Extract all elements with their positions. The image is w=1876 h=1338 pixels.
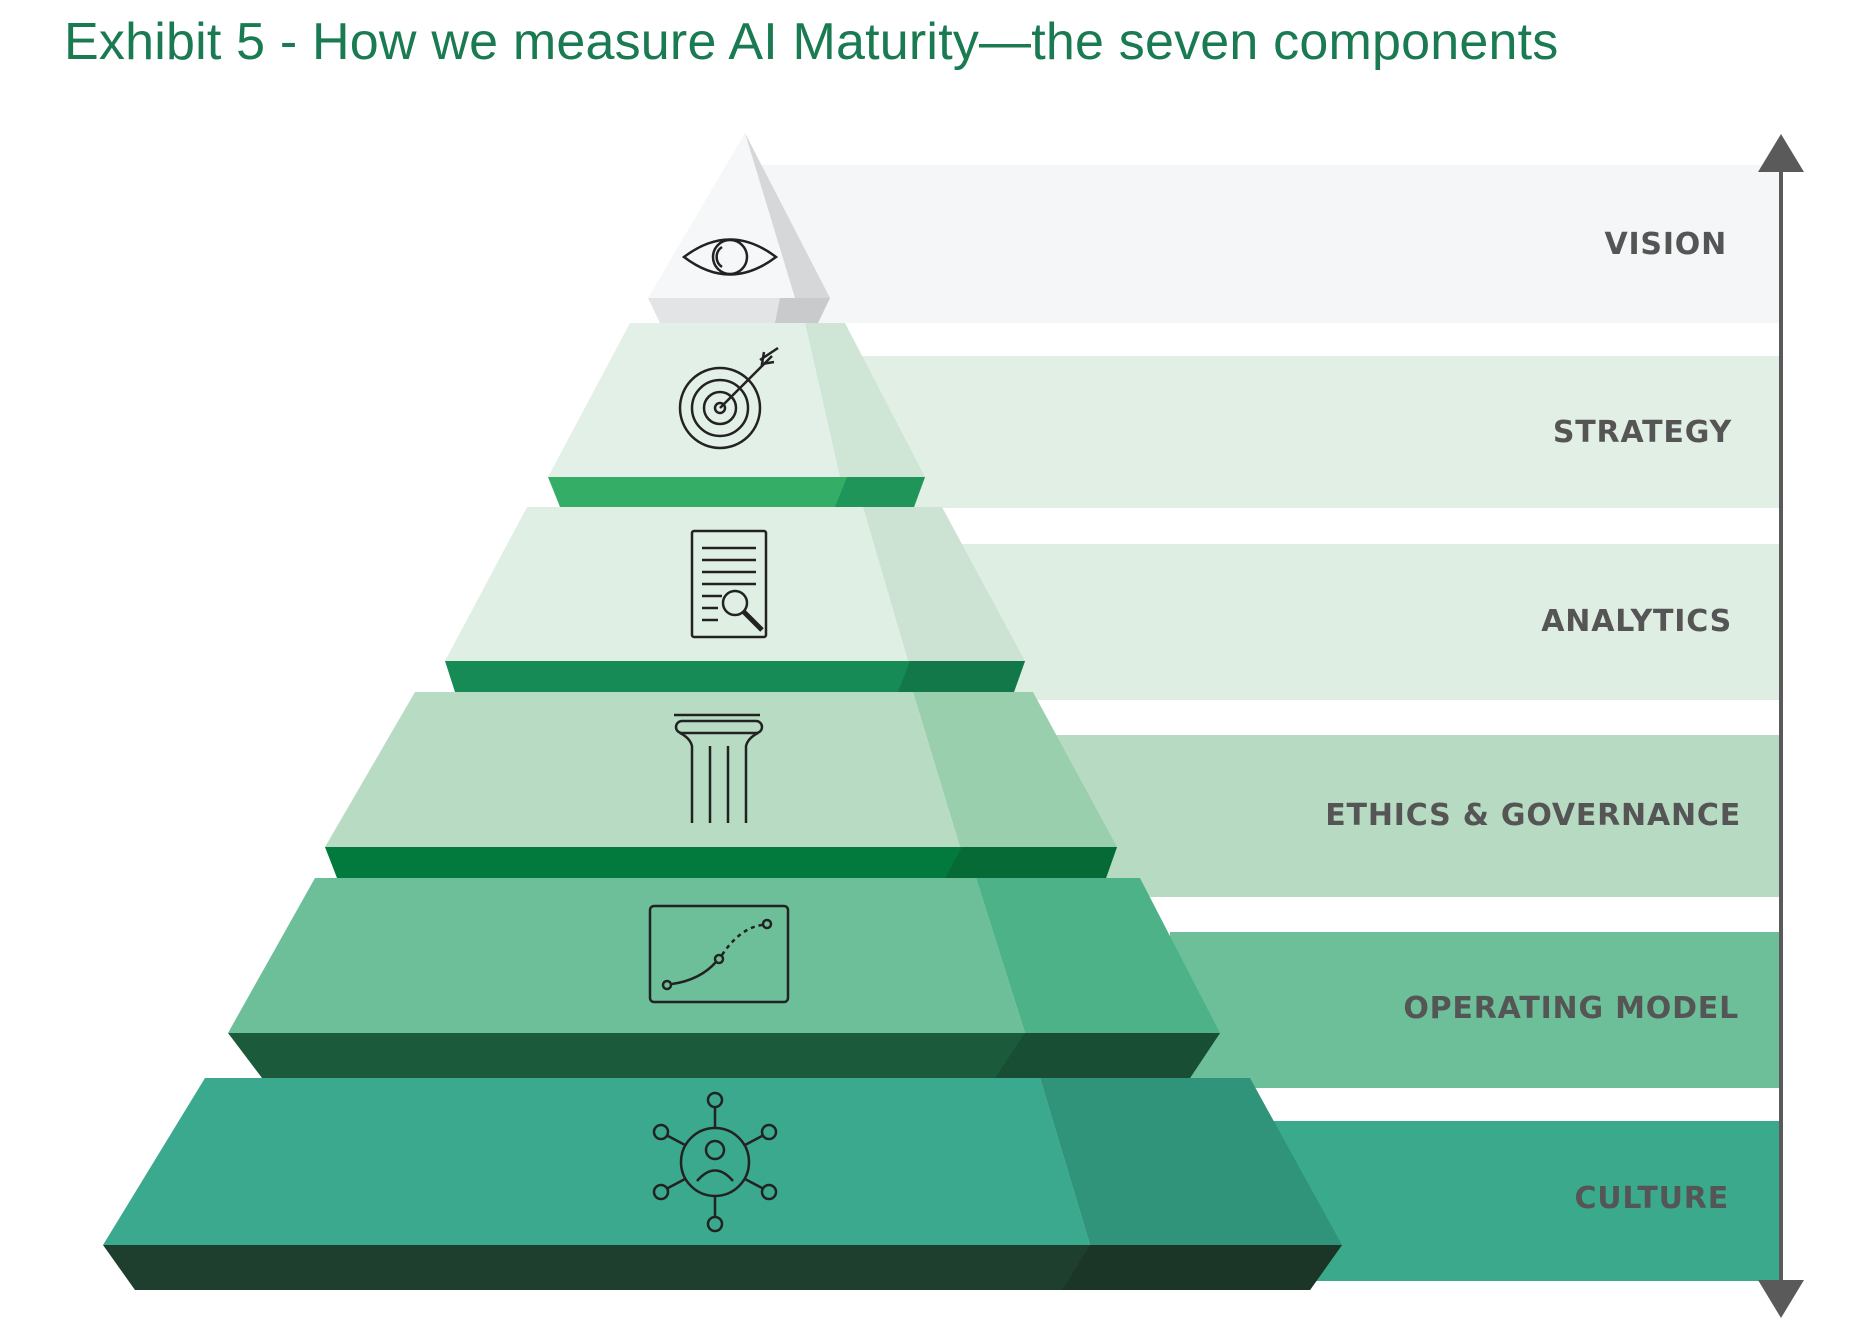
band-strategy — [860, 356, 1780, 508]
band-culture — [1270, 1121, 1780, 1281]
pillar-icon — [674, 713, 764, 823]
tier-culture — [103, 1078, 1342, 1290]
tier-operating-model — [228, 878, 1220, 1078]
target-icon — [678, 346, 779, 450]
band-analytics — [960, 544, 1780, 700]
curve-chart-icon — [648, 904, 790, 1004]
page-title: Exhibit 5 - How we measure AI Maturity—t… — [64, 13, 1559, 71]
label-culture: CULTURE — [1574, 1181, 1729, 1216]
document-search-icon — [690, 529, 768, 639]
label-strategy: STRATEGY — [1553, 415, 1733, 450]
band-ethics — [1050, 735, 1780, 897]
band-vision — [760, 165, 1780, 323]
label-analytics: ANALYTICS — [1541, 604, 1732, 639]
tier-strategy — [548, 323, 925, 507]
label-ethics-governance: ETHICS & GOVERNANCE — [1325, 798, 1741, 833]
label-operating-model: OPERATING MODEL — [1403, 991, 1739, 1026]
maturity-arrow — [1758, 134, 1804, 1318]
band-operating-model — [1170, 932, 1780, 1088]
eye-icon — [681, 238, 779, 276]
label-vision: VISION — [1604, 227, 1727, 262]
tier-analytics — [445, 507, 1025, 692]
tier-ethics-governance — [325, 692, 1117, 878]
people-network-icon — [652, 1091, 778, 1233]
